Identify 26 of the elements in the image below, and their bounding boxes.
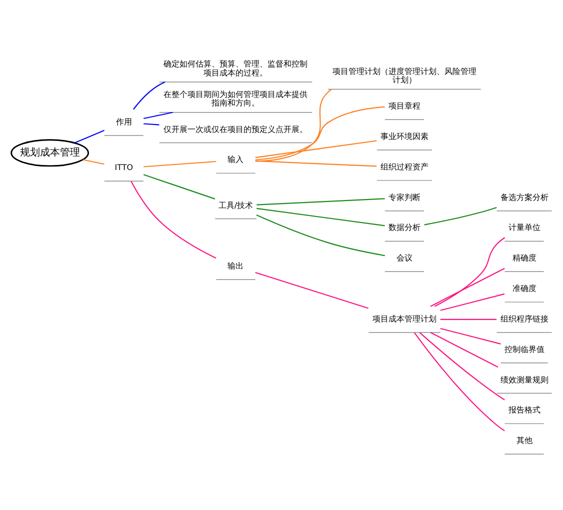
connector: [256, 214, 385, 256]
connector: [424, 206, 497, 226]
connector: [143, 112, 173, 120]
connector: [255, 88, 332, 162]
connector: [82, 159, 104, 165]
connector: [130, 180, 216, 259]
connector: [143, 174, 216, 200]
connector: [74, 130, 104, 144]
connector: [256, 208, 385, 226]
connector: [133, 81, 166, 110]
node-ellipse: 规划成本管理: [10, 139, 90, 167]
connector: [255, 272, 368, 309]
connector: [440, 318, 497, 320]
connector: [430, 268, 505, 307]
connector: [256, 198, 385, 206]
connector: [255, 160, 377, 167]
connector: [255, 140, 377, 158]
connector: [430, 332, 498, 368]
connector: [420, 332, 505, 400]
connector: [440, 293, 505, 311]
connector: [414, 332, 505, 432]
connector: [144, 160, 216, 168]
connector: [434, 237, 506, 307]
connector: [440, 328, 501, 344]
connector: [144, 123, 160, 126]
connector: [255, 106, 385, 160]
